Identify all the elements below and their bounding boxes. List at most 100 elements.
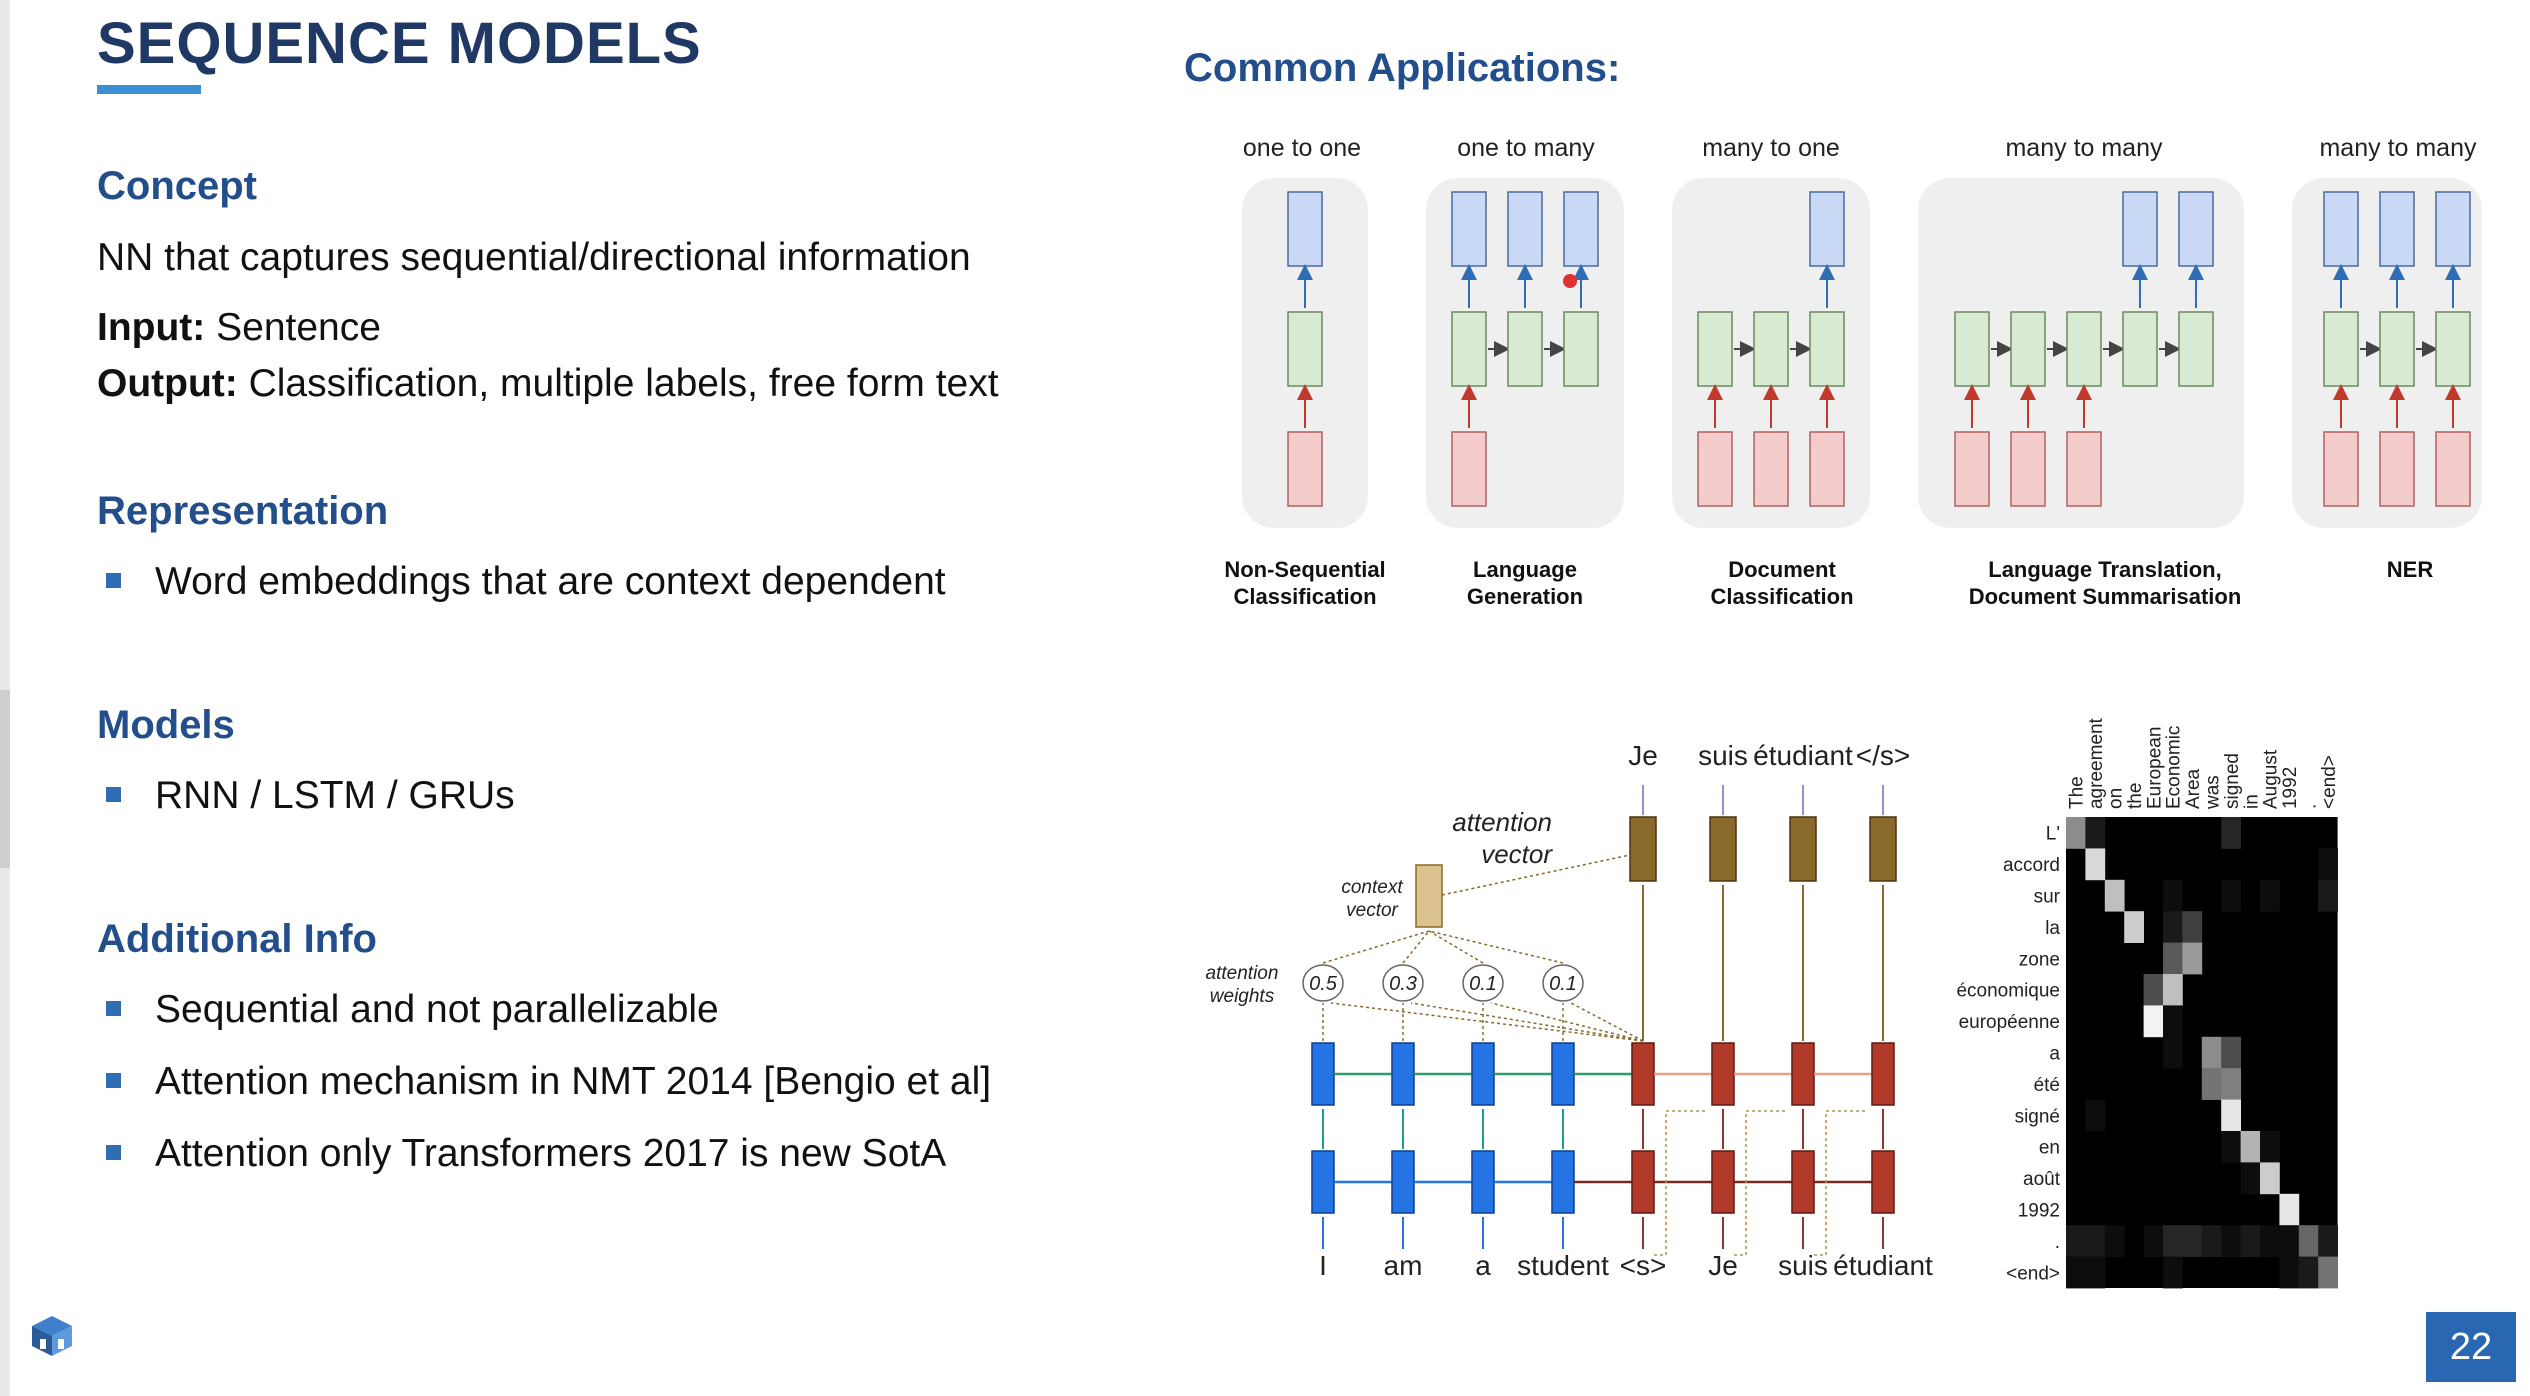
encoder-cell-lower	[1551, 1150, 1575, 1214]
heatmap-row-label: européenne	[1959, 1012, 2060, 1033]
hidden-state-cell	[1809, 311, 1845, 387]
panel-label-one-to-many: one to many	[1457, 134, 1595, 162]
heatmap-row-label: L'	[2046, 824, 2060, 845]
caption-line: Language	[1473, 557, 1577, 582]
left-edge-marker	[0, 690, 10, 868]
weight-to-context	[1322, 930, 1430, 964]
concept-heading: Concept	[97, 164, 257, 208]
heatmap-cell	[2201, 1068, 2222, 1100]
heatmap-cell	[2104, 1225, 2125, 1257]
input-cell	[1809, 431, 1845, 507]
output-cell	[2379, 191, 2415, 267]
bullet-text: Sequential and not parallelizable	[155, 988, 719, 1031]
encoder-cell-lower	[1471, 1150, 1495, 1214]
decoder-cell-lower	[1791, 1150, 1815, 1214]
context-vector-label: vector	[1346, 900, 1398, 921]
hidden-state-cell	[1753, 311, 1789, 387]
heatmap-cell	[2163, 1225, 2183, 1257]
decoder-cell-upper	[1791, 1042, 1815, 1106]
heatmap-cell	[2298, 1225, 2319, 1257]
query-to-weight	[1410, 1002, 1644, 1042]
bullet-square-icon	[106, 1001, 121, 1017]
output-cell	[2178, 191, 2214, 267]
encoder-cell-lower	[1311, 1150, 1335, 1214]
heatmap-cell	[2066, 1256, 2086, 1289]
heatmap-row-label: sur	[2034, 887, 2061, 908]
input-cell	[2010, 431, 2046, 507]
attention-alignment-heatmap: L'accordsurlazoneéconomiqueeuropéenneaét…	[1956, 717, 2340, 1289]
heatmap-row-label: <end>	[2006, 1263, 2060, 1284]
representation-bullet: Word embeddings that are context depende…	[106, 560, 946, 604]
models-heading: Models	[97, 703, 235, 747]
context-vector-label: context	[1341, 877, 1403, 898]
bullet-text: RNN / LSTM / GRUs	[155, 774, 515, 817]
additional-info-heading: Additional Info	[97, 917, 377, 961]
weight-to-context	[1428, 930, 1564, 964]
input-line: Input: Sentence	[97, 306, 381, 350]
heatmap-cell	[2260, 1131, 2280, 1163]
heatmap-cell	[2318, 879, 2338, 912]
caption-translation-summarisation: Language Translation,Document Summarisat…	[1930, 556, 2280, 610]
attention-vector-cell	[1869, 816, 1897, 882]
concept-text: NN that captures sequential/directional …	[97, 236, 971, 279]
hidden-state-cell	[1697, 311, 1733, 387]
heatmap-column-label: .	[2300, 804, 2321, 809]
decoder-cell-lower	[1871, 1150, 1895, 1214]
heatmap-cell	[2318, 1256, 2338, 1289]
input-word: am	[1384, 1250, 1423, 1281]
heatmap-cell	[2279, 1256, 2300, 1289]
input-cell	[1954, 431, 1990, 507]
attention-weight-circle	[1382, 964, 1424, 1002]
heatmap-cell	[2279, 1193, 2300, 1226]
representation-heading: Representation	[97, 489, 389, 533]
heatmap-cell	[2163, 879, 2183, 912]
models-bullet: RNN / LSTM / GRUs	[106, 774, 515, 818]
heatmap-row-label: 1992	[2018, 1201, 2060, 1222]
attention-weight-circle	[1542, 964, 1584, 1002]
output-cell	[1507, 191, 1543, 267]
encoder-cell-upper	[1551, 1042, 1575, 1106]
hidden-state-cell	[2066, 311, 2102, 387]
company-logo-icon	[32, 1316, 72, 1356]
bullet-text: Attention only Transformers 2017 is new …	[155, 1132, 947, 1175]
heatmap-cell	[2240, 1225, 2261, 1257]
input-cell	[2379, 431, 2415, 507]
input-word: student	[1517, 1250, 1609, 1281]
attention-vector-label: vector	[1481, 839, 1553, 869]
query-to-weight	[1490, 1002, 1644, 1042]
feed-input-dotted	[1654, 1110, 1708, 1256]
rnn-architecture-diagrams	[1242, 178, 2482, 528]
heatmap-cell	[2104, 879, 2125, 912]
encoder-cell-upper	[1471, 1042, 1495, 1106]
heatmap-column-label: was	[2203, 775, 2224, 810]
heatmap-cell	[2240, 1162, 2261, 1195]
heatmap-cell	[2221, 1099, 2241, 1132]
input-cell	[1451, 431, 1487, 507]
feed-input-dotted	[1734, 1110, 1788, 1256]
output-cell	[1287, 191, 1323, 267]
output-word: suis	[1698, 740, 1748, 771]
output-label: Output:	[97, 362, 238, 405]
heatmap-cell	[2240, 1131, 2261, 1163]
applications-title: Common Applications:	[1184, 46, 1621, 90]
weight-to-context	[1428, 930, 1484, 964]
caption-line: Non-Sequential	[1224, 557, 1386, 582]
output-word: Je	[1628, 740, 1658, 771]
heatmap-cell	[2279, 1225, 2300, 1257]
heatmap-row-label: .	[2055, 1232, 2060, 1253]
attention-vector-label: attention	[1452, 807, 1552, 837]
attention-weights-label: attention	[1206, 963, 1279, 984]
heatmap-cell	[2182, 942, 2203, 975]
hidden-state-cell	[1954, 311, 1990, 387]
attention-weight-value: 0.1	[1469, 973, 1497, 995]
output-cell	[1451, 191, 1487, 267]
heatmap-column-label: Economic	[2164, 726, 2185, 809]
encoder-cell-lower	[1391, 1150, 1415, 1214]
heatmap-cell	[2318, 1225, 2338, 1257]
output-cell	[1809, 191, 1845, 267]
input-word: suis	[1778, 1250, 1828, 1281]
hidden-state-cell	[2379, 311, 2415, 387]
heatmap-column-label: European	[2144, 727, 2165, 809]
heatmap-cell	[2163, 1005, 2183, 1038]
